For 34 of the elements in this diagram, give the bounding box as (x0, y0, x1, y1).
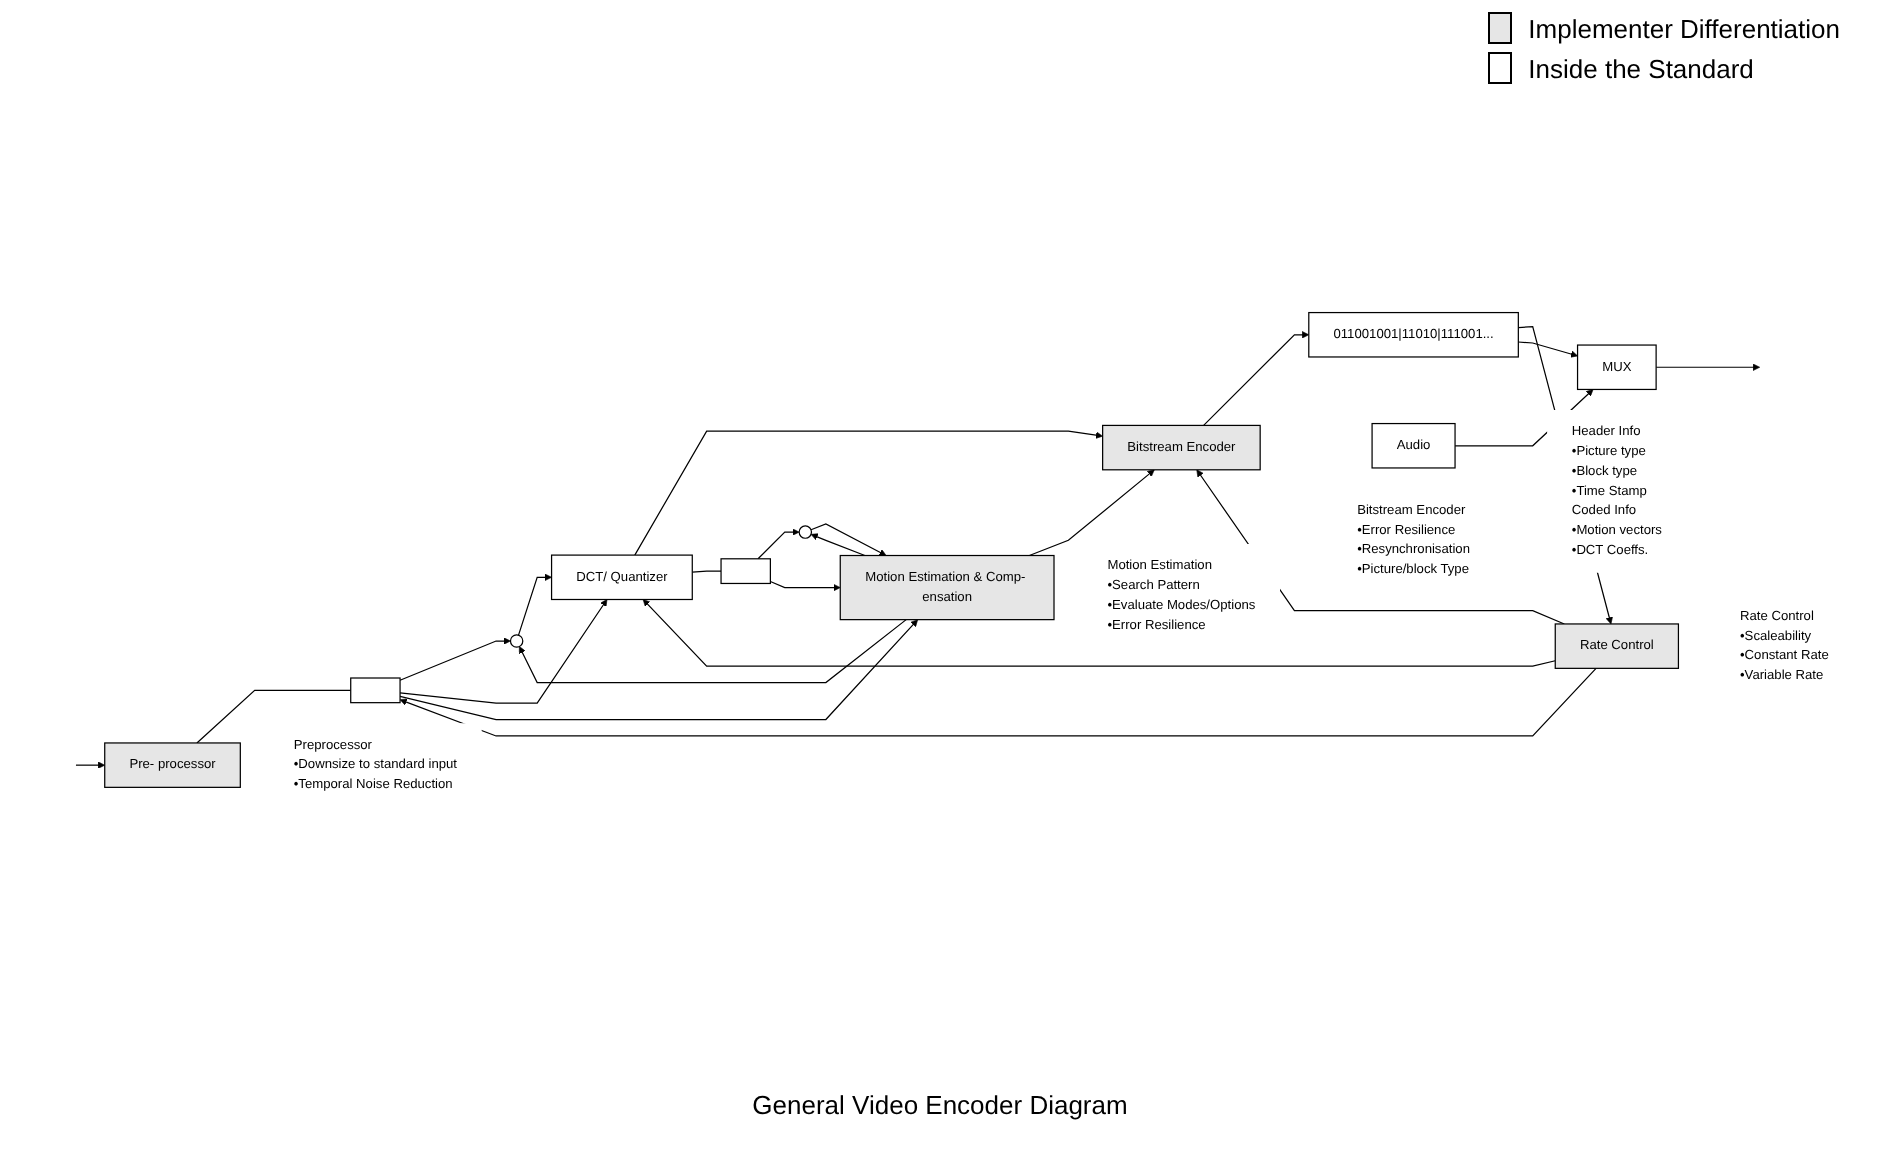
arrow (399, 637, 511, 682)
arrow (517, 573, 552, 636)
node-circle (509, 634, 524, 648)
arrow (757, 528, 800, 560)
node-box (104, 742, 241, 789)
arrow (399, 667, 1597, 737)
arrow (810, 523, 887, 556)
node-box (350, 677, 401, 704)
arrow (642, 599, 1556, 667)
arrow (399, 619, 918, 721)
node-box (550, 554, 693, 601)
arrow (634, 430, 1103, 556)
connector (196, 689, 352, 744)
legend-label: Inside the Standard (1528, 53, 1754, 83)
arrow (75, 761, 106, 769)
caption: General Video Encoder Diagram (752, 1090, 1128, 1120)
node-box (1371, 423, 1456, 469)
node-box (1554, 623, 1680, 670)
connector (691, 570, 722, 573)
arrow (1203, 331, 1310, 427)
arrow (399, 599, 608, 704)
arrow (519, 619, 907, 684)
node-box (1102, 424, 1261, 471)
node-box (1308, 312, 1519, 358)
arrow (769, 581, 841, 592)
arrow (810, 533, 866, 557)
node-circle (798, 525, 813, 539)
arrow (1655, 363, 1760, 371)
node-box (839, 555, 1055, 621)
legend-label: Implementer Differentiation (1528, 13, 1840, 43)
arrow (1028, 469, 1155, 557)
node-box (1576, 344, 1657, 391)
node-box (720, 558, 771, 585)
arrow (1517, 341, 1578, 358)
